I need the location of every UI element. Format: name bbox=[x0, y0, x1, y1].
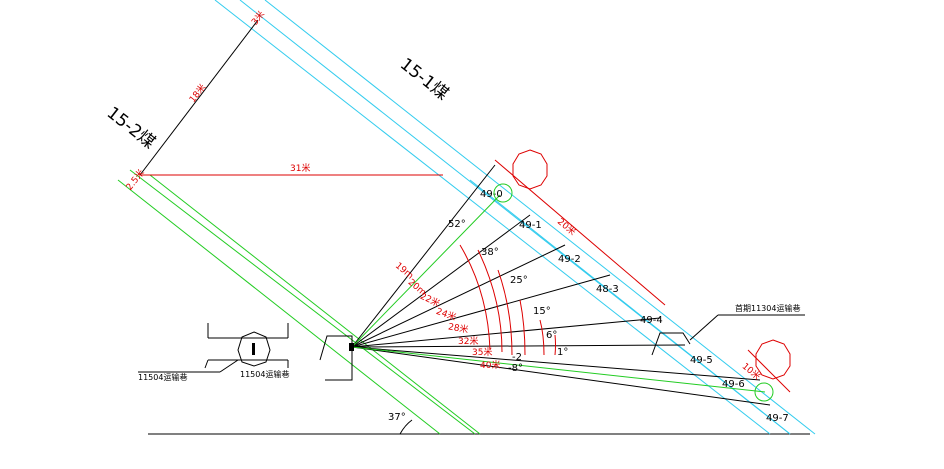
borehole-label-7: 49-7 bbox=[766, 413, 789, 424]
seam-line-cyan-4 bbox=[469, 179, 791, 435]
seam-label-15-2: 15-2煤 bbox=[103, 103, 159, 153]
angle-arc-1 bbox=[459, 244, 491, 351]
seam-line-cyan-1 bbox=[214, 0, 771, 435]
radial-label-40: 40米 bbox=[480, 359, 500, 371]
angle-arc-5 bbox=[539, 319, 545, 356]
borehole-line-1 bbox=[351, 214, 531, 348]
angle-arc-37 bbox=[399, 419, 413, 435]
angle-arc-4 bbox=[519, 299, 526, 356]
seam-line-cyan-3 bbox=[264, 0, 816, 435]
roadway-11504-section bbox=[138, 323, 289, 373]
borehole-line-5 bbox=[351, 344, 686, 348]
roadway-label-11304: 首期11304运输巷 bbox=[735, 303, 800, 313]
dim-label-3: 3米 bbox=[249, 8, 268, 27]
borehole-line-6 bbox=[351, 346, 761, 381]
radial-label-35: 35米 bbox=[472, 346, 492, 358]
roadway-11304-leader bbox=[689, 314, 719, 341]
borehole-label-2: 49-2 bbox=[558, 254, 581, 265]
angle-label-1: 1° bbox=[557, 347, 568, 358]
section-line bbox=[139, 19, 259, 176]
borehole-line-3 bbox=[351, 274, 611, 348]
borehole-label-5: 49-5 bbox=[690, 355, 713, 366]
angle-label-25: 25° bbox=[510, 275, 528, 286]
roadway-11504-section-marker bbox=[237, 331, 271, 367]
drill-site bbox=[349, 343, 354, 351]
borehole-label-4: 49-4 bbox=[640, 315, 663, 326]
radial-label-28: 28米 bbox=[447, 320, 469, 335]
radial-label-32: 32米 bbox=[458, 335, 478, 347]
dim-line-20 bbox=[494, 159, 666, 306]
borehole-line-0 bbox=[351, 164, 496, 348]
seam-line-green-2 bbox=[129, 169, 476, 435]
borehole-line-green-a bbox=[351, 194, 501, 348]
angle-label-neg8: -8° bbox=[508, 363, 523, 374]
borehole-label-1: 49-1 bbox=[519, 220, 542, 231]
roadway-label-11504-left: 11504运输巷 bbox=[138, 372, 187, 382]
angle-label-37: 37° bbox=[388, 412, 406, 423]
dim-line-10 bbox=[747, 349, 791, 393]
borehole-label-0: 49-0 bbox=[480, 189, 503, 200]
angle-label-neg2: -2 bbox=[512, 352, 522, 363]
seam-line-green-1 bbox=[117, 179, 441, 435]
borehole-label-3: 48-3 bbox=[596, 284, 619, 295]
borehole-end-marker-bottom bbox=[754, 382, 774, 402]
drill-chamber bbox=[319, 335, 353, 381]
borehole-fan bbox=[351, 164, 771, 406]
borehole-line-green-b bbox=[351, 346, 766, 393]
borehole-label-6: 49-6 bbox=[722, 379, 745, 390]
angle-label-38: 38° bbox=[481, 247, 499, 258]
roadway-11304 bbox=[651, 332, 691, 356]
dim-label-18: 18米 bbox=[186, 82, 208, 106]
borehole-line-7 bbox=[351, 346, 771, 406]
seam-line-green-3 bbox=[149, 174, 481, 435]
target-marker-bottom bbox=[755, 339, 791, 380]
angle-label-6: 6° bbox=[546, 330, 557, 341]
angle-arc-3 bbox=[497, 269, 513, 356]
angle-arc-6 bbox=[554, 334, 556, 356]
angle-label-15: 15° bbox=[533, 306, 551, 317]
angle-arc-2 bbox=[477, 249, 503, 353]
roadway-label-11504-right: 11504运输巷 bbox=[240, 369, 289, 379]
borehole-end-marker-top bbox=[493, 183, 513, 203]
target-marker-top bbox=[512, 149, 548, 190]
borehole-line-4 bbox=[351, 317, 661, 348]
seam-label-15-1: 15-1煤 bbox=[396, 54, 452, 104]
dim-label-20: 20米 bbox=[555, 216, 578, 238]
angle-label-52: 52° bbox=[448, 219, 466, 230]
borehole-line-2 bbox=[351, 244, 566, 348]
dim-label-31: 31米 bbox=[290, 162, 310, 174]
